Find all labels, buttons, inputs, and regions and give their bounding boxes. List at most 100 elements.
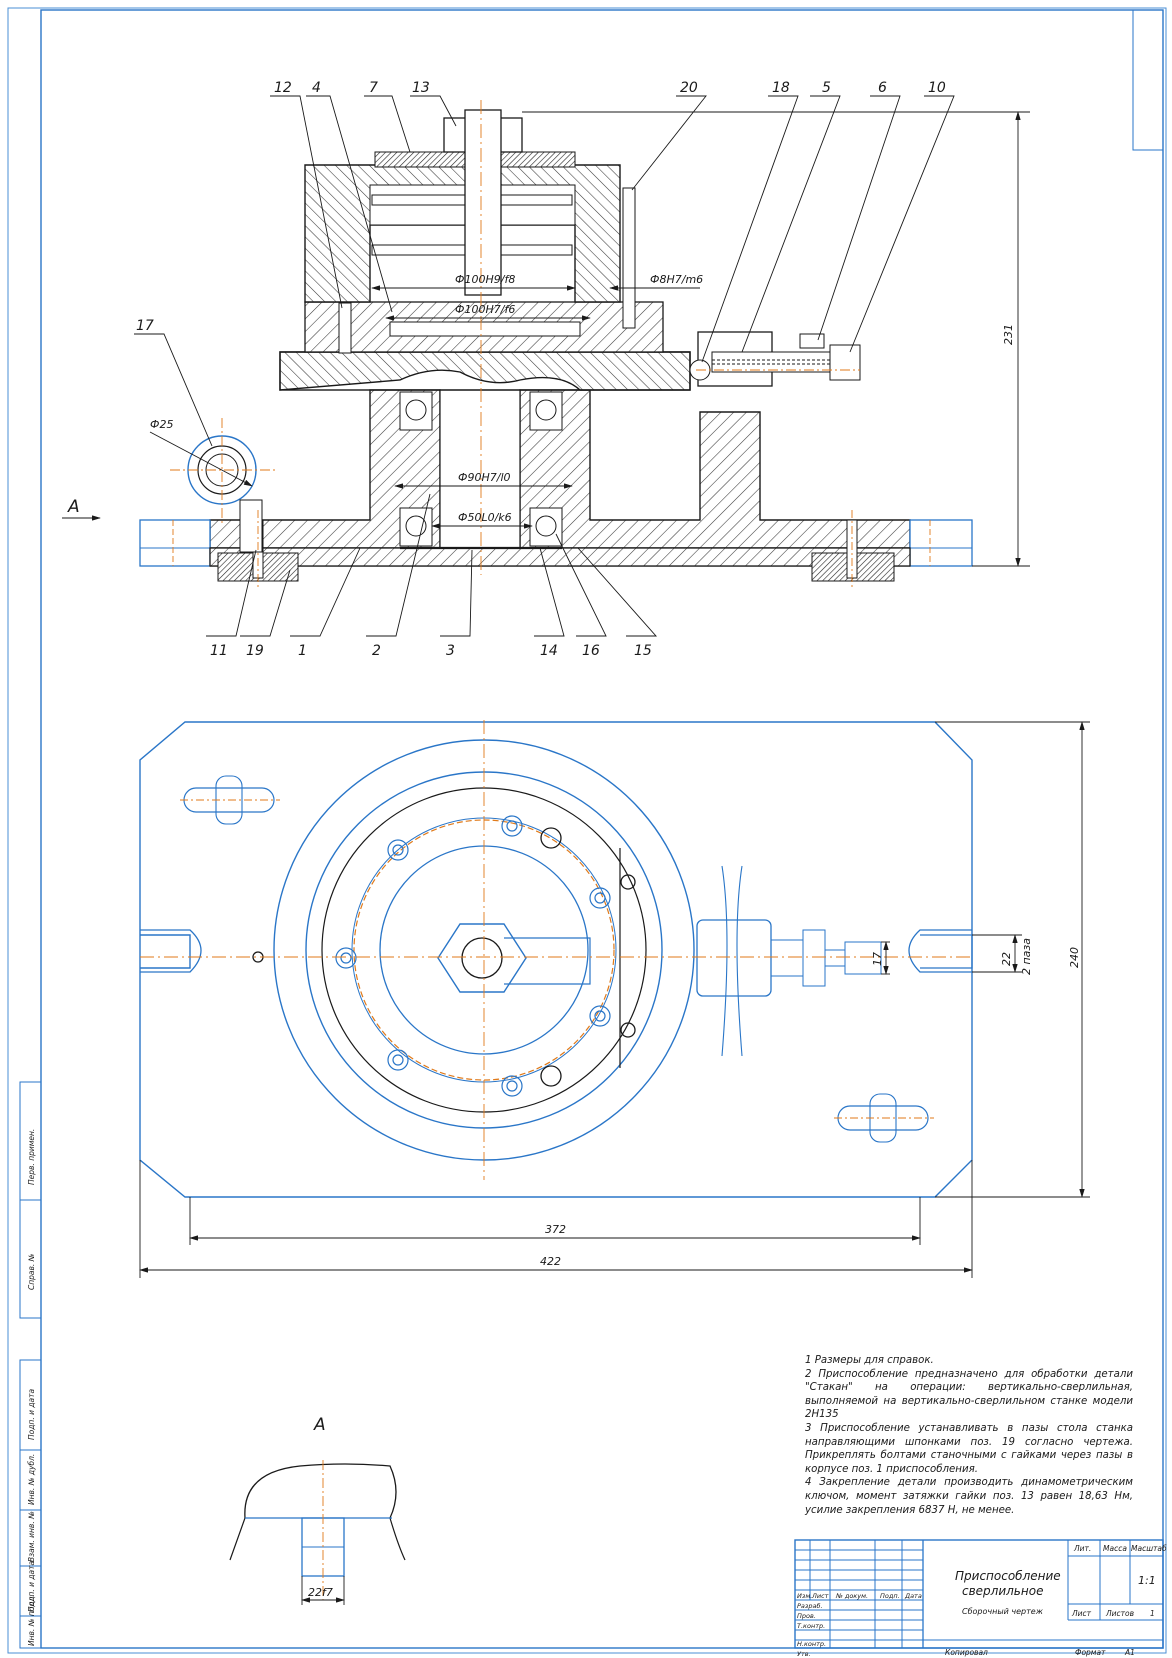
dim-screw: 17 <box>871 952 884 966</box>
view-marker: A <box>67 497 80 517</box>
base-flange-left <box>139 519 211 567</box>
shaft-bore <box>439 389 521 549</box>
bearing-lower-right <box>529 507 563 547</box>
leader-label-4: 4 <box>312 80 321 96</box>
leader-label-19: 19 <box>246 643 264 659</box>
side-stamp-3: Подп. и дата <box>27 1389 36 1440</box>
format-label: Формат <box>1075 1648 1106 1657</box>
fixing-screw <box>338 302 352 354</box>
col-scale: Масштаб <box>1131 1544 1167 1553</box>
leader-label-2: 2 <box>372 643 381 659</box>
leader-label-15: 15 <box>634 643 652 659</box>
bearing-upper-left <box>399 391 433 431</box>
pin-hole <box>540 1065 562 1087</box>
note-1: 1 Размеры для справок. <box>805 1355 934 1366</box>
dim-bore-top: Ф100H9/f8 <box>455 273 515 286</box>
base-flange-right <box>909 519 973 567</box>
title-subtitle: Сборочный чертеж <box>962 1607 1044 1616</box>
leader-label-18: 18 <box>772 80 790 96</box>
table-plate <box>279 351 691 391</box>
sheets-value: 1 <box>1150 1609 1155 1618</box>
note-2: 2 Приспособление предназначено для обраб… <box>805 1368 1133 1421</box>
leader-label-6: 6 <box>878 80 887 96</box>
title-block <box>794 1539 1164 1649</box>
title-line-2: сверлильное <box>962 1584 1043 1598</box>
role-checker: Пров. <box>797 1612 816 1620</box>
col-lit: Лит. <box>1073 1544 1091 1553</box>
leader-label-10: 10 <box>928 80 946 96</box>
side-stamp-6: Подп. и дата <box>27 1561 36 1612</box>
section-view: Ф100H9/f8 Ф100H7/f6 Ф8H7/m6 Ф90H7/l0 Ф50… <box>62 80 1030 659</box>
row-sign: Подп. <box>880 1592 900 1600</box>
note-4: 4 Закрепление детали производить динамом… <box>805 1477 1133 1516</box>
clamp-rod <box>464 109 502 296</box>
sheets-label: Листов <box>1105 1609 1134 1618</box>
locating-pin <box>622 187 636 329</box>
side-stamp-column <box>19 1081 42 1649</box>
bolt-hole <box>387 839 409 861</box>
leader-label-1: 1 <box>298 643 307 659</box>
side-stamp-7: Инв. № подл. <box>27 1594 36 1646</box>
side-stamp-4: Инв. № дубл. <box>27 1454 36 1505</box>
bolt-hole <box>387 1049 409 1071</box>
pin-hole <box>540 827 562 849</box>
dim-bearing-outer: Ф90H7/l0 <box>458 471 511 484</box>
bolt-hole <box>589 1005 611 1027</box>
bearing-lower-left <box>399 507 433 547</box>
copied-label: Копировал <box>945 1648 988 1657</box>
row-izm: Изм. <box>797 1592 812 1600</box>
bolt-hole <box>501 1075 523 1097</box>
plan-view: 240 372 422 22 2 паза 17 <box>139 720 1090 1278</box>
inner-frame <box>40 9 1164 1649</box>
dim-bore-mid: Ф100H7/f6 <box>455 303 515 316</box>
dim-plan-height: 240 <box>1068 947 1081 968</box>
bearing-upper-right <box>529 391 563 431</box>
dim-eye-diameter: Ф25 <box>150 418 173 431</box>
bolt-hole <box>589 887 611 909</box>
section-a-title: A <box>313 1415 326 1435</box>
leader-label-7: 7 <box>369 80 378 96</box>
row-doc: № докум. <box>835 1592 868 1600</box>
dim-bearing-inner: Ф50L0/k6 <box>458 511 512 524</box>
side-stamp-1: Перв. примен. <box>27 1129 36 1185</box>
nut-hexagon <box>437 923 527 993</box>
technical-notes: 1 Размеры для справок. 2 Приспособление … <box>805 1354 1133 1517</box>
scale-value: 1:1 <box>1138 1574 1156 1587</box>
leader-label-3: 3 <box>446 643 455 659</box>
dim-pin-fit: Ф8H7/m6 <box>650 273 703 286</box>
adjust-screw <box>829 344 861 381</box>
bracket-plan <box>696 919 772 997</box>
leader-label-17: 17 <box>136 318 154 334</box>
leader-label-13: 13 <box>412 80 430 96</box>
dim-height-total: 231 <box>1002 324 1015 345</box>
format-value: А1 <box>1124 1648 1135 1657</box>
bolt-hole <box>501 815 523 837</box>
leader-label-16: 16 <box>582 643 600 659</box>
section-a-detail: A 22f7 <box>229 1415 406 1605</box>
plan-base-outline <box>139 721 973 1198</box>
note-3: 3 Приспособление устанавливать в пазы ст… <box>805 1422 1133 1475</box>
role-developer: Разраб. <box>797 1602 823 1610</box>
bolt-hole <box>335 947 357 969</box>
dim-key-fit: 22f7 <box>308 1586 333 1599</box>
side-stamp-5: Взам. инв. № <box>27 1511 36 1562</box>
col-mass: Масса <box>1103 1544 1127 1553</box>
leader-label-14: 14 <box>540 643 558 659</box>
role-norm-control: Н.контр. <box>797 1640 826 1648</box>
row-list: Лист <box>811 1592 829 1600</box>
role-approver: Утв. <box>797 1650 811 1658</box>
role-tech-control: Т.контр. <box>797 1622 825 1630</box>
side-stamp-2: Справ. № <box>27 1253 36 1290</box>
row-date: Дата <box>904 1592 922 1600</box>
leader-label-5: 5 <box>822 80 831 96</box>
dim-plan-width-inner: 372 <box>545 1223 566 1236</box>
corner-stamp <box>1132 9 1164 151</box>
dim-slot-width: 22 <box>1000 952 1013 966</box>
leader-label-12: 12 <box>274 80 292 96</box>
dim-plan-width-outer: 422 <box>540 1255 561 1268</box>
outer-frame <box>7 7 1167 1654</box>
sheet-label: Лист <box>1071 1609 1092 1618</box>
leader-label-11: 11 <box>210 643 228 659</box>
title-line-1: Приспособление <box>955 1569 1061 1583</box>
